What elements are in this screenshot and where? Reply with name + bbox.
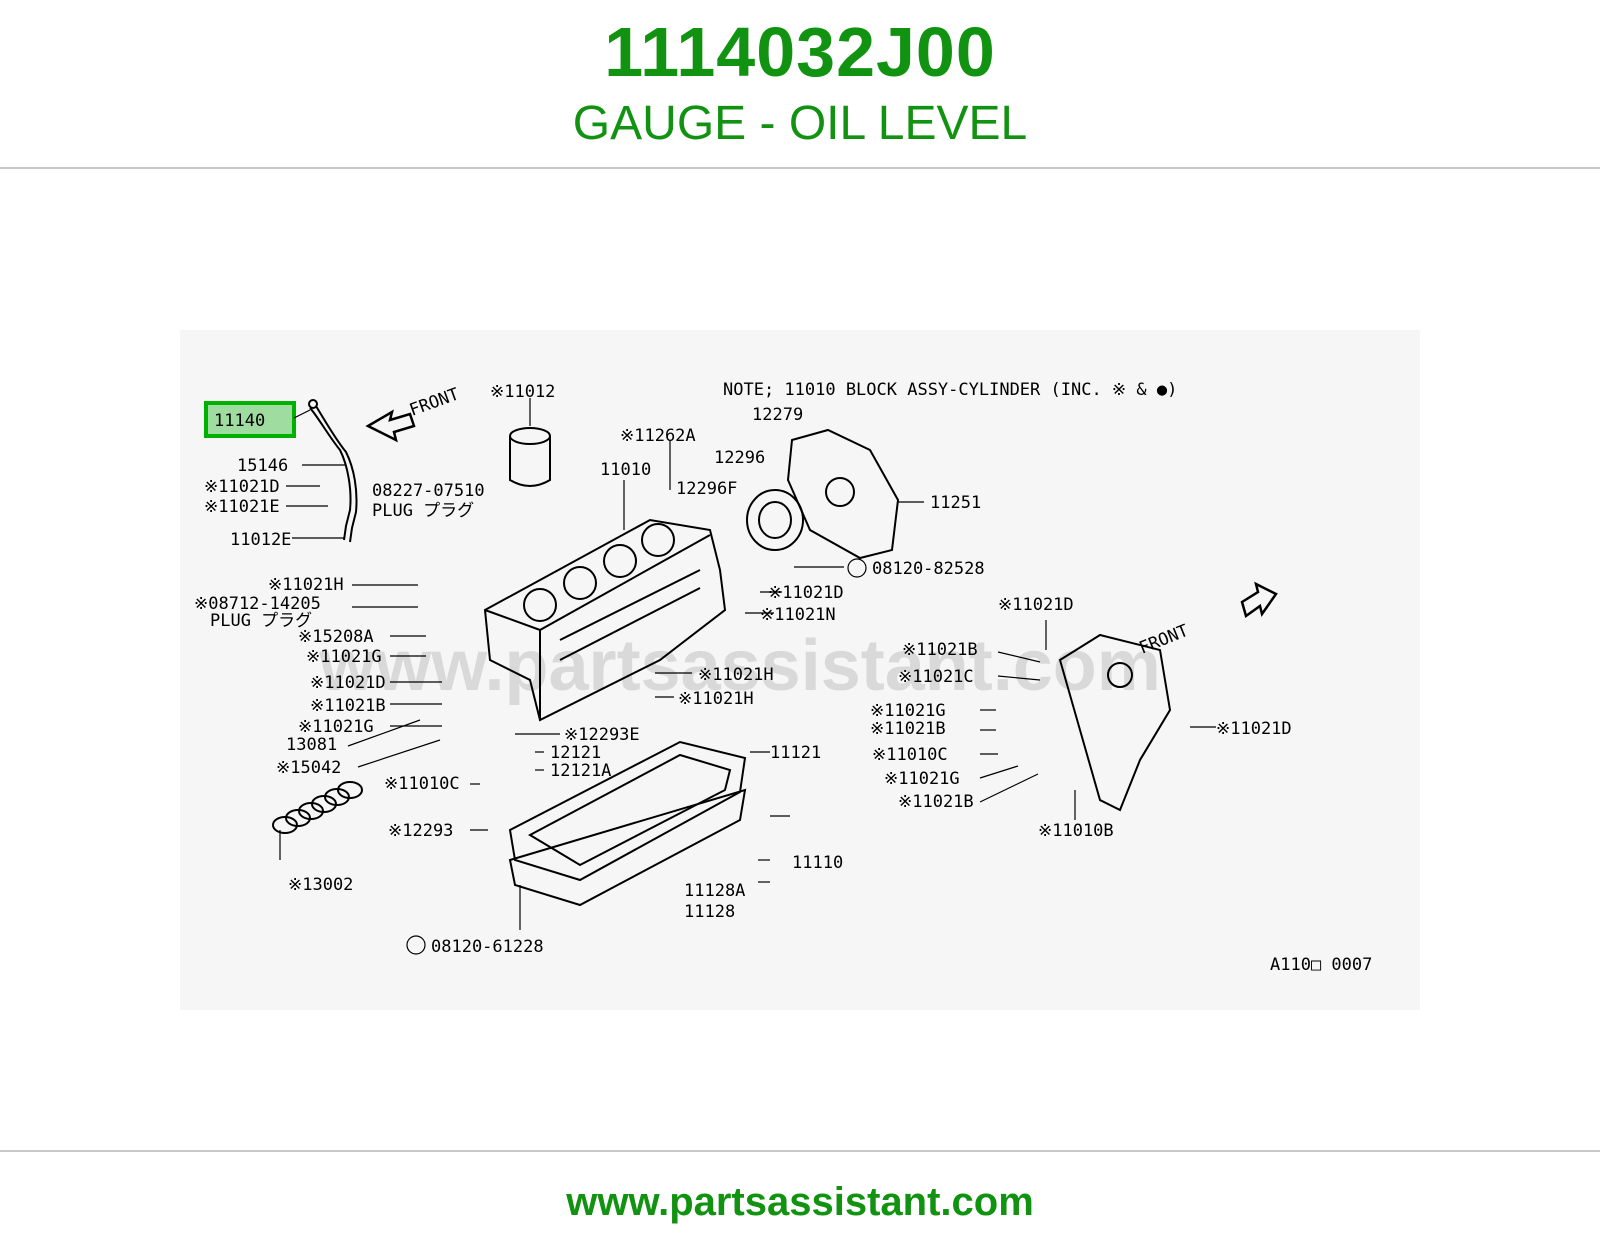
highlighted-part-box[interactable] (204, 401, 296, 438)
callout-13081[interactable]: 13081 (286, 735, 337, 755)
callout-11128A[interactable]: 11128A (684, 881, 745, 901)
callout-13002[interactable]: ※13002 (288, 875, 353, 895)
piston-rings-shape (272, 781, 363, 834)
callout-15042[interactable]: ※15042 (276, 758, 341, 778)
part-number: 1114032J00 (604, 13, 996, 91)
callout-11262A[interactable]: ※11262A (620, 426, 696, 446)
leader-lines (279, 398, 1216, 930)
callout-12293[interactable]: ※12293 (388, 821, 453, 841)
cylinder-block-shape (483, 518, 727, 722)
callout-11128[interactable]: 11128 (684, 902, 735, 922)
callout-11012[interactable]: ※11012 (490, 382, 555, 402)
callout-11021B-2[interactable]: ※11021B (902, 640, 978, 660)
callout-11021G-2[interactable]: ※11021G (298, 717, 374, 737)
callout-12293E[interactable]: ※12293E (564, 725, 640, 745)
callout-11021D-3[interactable]: ※11021D (768, 583, 844, 603)
oil-pan-shape (508, 740, 747, 907)
callout-11021B-4[interactable]: ※11021B (898, 792, 974, 812)
callout-08120-82528[interactable]: 08120-82528 (872, 559, 985, 579)
watermark-text: www.partsassistant.com (318, 626, 1161, 706)
callout-11010B[interactable]: ※11010B (1038, 821, 1114, 841)
parts-diagram: www.partsassistant.com NOTE; 11010 BLOCK… (180, 330, 1420, 1010)
footer-url-link[interactable]: www.partsassistant.com (566, 1180, 1034, 1224)
callout-11021B-1[interactable]: ※11021B (310, 696, 386, 716)
rear-seal-shape (746, 489, 804, 551)
callout-15146[interactable]: 15146 (237, 456, 288, 476)
callout-11021B-3[interactable]: ※11021B (870, 719, 946, 739)
callout-11021G-4[interactable]: ※11021G (884, 769, 960, 789)
oil-filter-shape (509, 427, 551, 487)
callout-11021H-1[interactable]: ※11021H (268, 575, 344, 595)
callout-11021D-4[interactable]: ※11021D (998, 595, 1074, 615)
callout-11140[interactable]: 11140 (214, 411, 265, 431)
exploded-view-svg: www.partsassistant.com NOTE; 11010 BLOCK… (194, 380, 1372, 975)
callout-11110[interactable]: 11110 (792, 853, 843, 873)
header-divider (0, 167, 1600, 169)
callout-11021D-2[interactable]: ※11021D (310, 673, 386, 693)
front-label-left: FRONT (407, 384, 462, 420)
callout-08227-07510[interactable]: 08227-07510 (372, 481, 485, 501)
block-side-view-shape (1058, 633, 1172, 812)
callout-11121[interactable]: 11121 (770, 743, 821, 763)
front-arrow-right (1240, 581, 1278, 619)
callout-15208A[interactable]: ※15208A (298, 627, 374, 647)
front-arrow-left (365, 409, 416, 443)
callout-08120-61228[interactable]: 08120-61228 (431, 937, 544, 957)
diagram-note: NOTE; 11010 BLOCK ASSY-CYLINDER (INC. ※ … (723, 380, 1177, 400)
callout-11021G-3[interactable]: ※11021G (870, 701, 946, 721)
callout-12121[interactable]: 12121 (550, 743, 601, 763)
callout-plug-2: PLUG プラグ (210, 611, 312, 631)
page-header: 1114032J00 GAUGE - OIL LEVEL (0, 0, 1600, 168)
b-circle-icon (847, 558, 867, 578)
callout-11021D-5[interactable]: ※11021D (1216, 719, 1292, 739)
callout-11010[interactable]: 11010 (600, 460, 651, 480)
oil-level-gauge-shape (308, 399, 358, 543)
callout-12296[interactable]: 12296 (714, 448, 765, 468)
callout-11021C[interactable]: ※11021C (898, 667, 974, 687)
callout-12121A[interactable]: 12121A (550, 761, 611, 781)
figure-code: A110□ 0007 (1270, 955, 1372, 975)
b-circle-icon (406, 935, 426, 955)
callout-labels: ※11012 15146 08227-07510 PLUG プラグ ※11021… (194, 382, 1372, 975)
callout-11021E[interactable]: ※11021E (204, 497, 280, 517)
callout-plug-1: PLUG プラグ (372, 501, 474, 521)
callout-11010C-2[interactable]: ※11010C (872, 745, 948, 765)
callout-11010C-1[interactable]: ※11010C (384, 774, 460, 794)
callout-11251[interactable]: 11251 (930, 493, 981, 513)
part-name: GAUGE - OIL LEVEL (572, 97, 1028, 150)
callout-11021N[interactable]: ※11021N (760, 605, 836, 625)
callout-11021H-3[interactable]: ※11021H (678, 689, 754, 709)
callout-12296F[interactable]: 12296F (676, 479, 737, 499)
callout-11021H-2[interactable]: ※11021H (698, 665, 774, 685)
callout-11021G-1[interactable]: ※11021G (306, 647, 382, 667)
rear-plate-shape (786, 428, 900, 560)
callout-12279[interactable]: 12279 (752, 405, 803, 425)
footer-divider (0, 1150, 1600, 1152)
callout-08712-14205[interactable]: ※08712-14205 (194, 594, 321, 614)
callout-11012E[interactable]: 11012E (230, 530, 291, 550)
callout-11021D-1[interactable]: ※11021D (204, 477, 280, 497)
